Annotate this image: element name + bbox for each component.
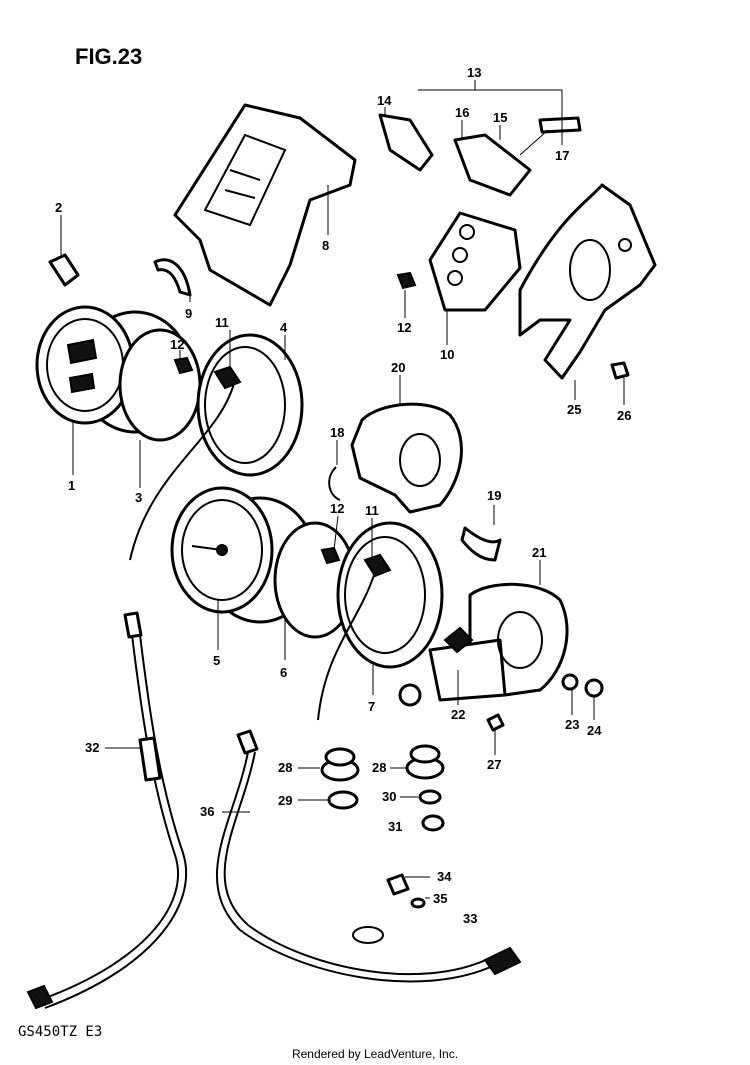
callout-35: 35 xyxy=(433,891,447,906)
callout-18: 18 xyxy=(330,425,344,440)
bolt-26 xyxy=(610,361,630,380)
callout-12-tacho: 12 xyxy=(330,501,344,516)
callout-16: 16 xyxy=(455,105,469,120)
footer-credit: Rendered by LeadVenture, Inc. xyxy=(291,1047,459,1061)
callout-5: 5 xyxy=(213,653,220,668)
speedo-case-gasket xyxy=(118,328,202,442)
callout-30: 30 xyxy=(382,789,396,804)
callout-19: 19 xyxy=(487,488,501,503)
callout-23: 23 xyxy=(565,717,579,732)
callout-11-speedo: 11 xyxy=(215,315,229,330)
callout-31: 31 xyxy=(388,819,402,834)
callout-4: 4 xyxy=(280,320,288,335)
callout-17: 17 xyxy=(555,148,569,163)
callout-33: 33 xyxy=(463,911,477,926)
bracket-plate-upper xyxy=(350,402,463,514)
speedo-lamp-wire xyxy=(129,379,236,561)
callout-27: 27 xyxy=(487,757,501,772)
callout-13: 13 xyxy=(467,65,481,80)
callout-34: 34 xyxy=(437,869,452,884)
callout-22: 22 xyxy=(451,707,465,722)
tacho-case xyxy=(336,521,444,669)
callout-labels: 1 2 3 4 5 6 7 8 9 10 11 11 12 12 12 13 1… xyxy=(55,65,631,926)
nut-31 xyxy=(421,814,445,832)
callout-9: 9 xyxy=(185,306,192,321)
callout-2: 2 xyxy=(55,200,62,215)
callout-7: 7 xyxy=(368,699,375,714)
bulb-12-tacho xyxy=(320,546,341,565)
clip-part xyxy=(153,258,192,297)
callout-1: 1 xyxy=(68,478,75,493)
speedo-lamp-socket xyxy=(213,365,242,390)
callout-28-left: 28 xyxy=(278,760,292,775)
meter-bracket xyxy=(518,183,657,380)
callout-26: 26 xyxy=(617,408,631,423)
screw-34 xyxy=(386,873,410,896)
washer-23 xyxy=(561,673,579,691)
nut-24 xyxy=(584,678,604,698)
clamp-33 xyxy=(352,926,384,944)
callout-15: 15 xyxy=(493,110,507,125)
callout-20: 20 xyxy=(391,360,405,375)
clip-27 xyxy=(486,713,505,732)
callout-24: 24 xyxy=(587,723,602,738)
tachometer-cable xyxy=(215,729,522,983)
callout-10: 10 xyxy=(440,347,454,362)
callout-21: 21 xyxy=(532,545,546,560)
tacho-lamp-wire xyxy=(317,571,376,721)
damper-28-right xyxy=(405,744,445,780)
callout-8: 8 xyxy=(322,238,329,253)
callout-12-speedo: 12 xyxy=(170,337,184,352)
callout-36: 36 xyxy=(200,804,214,819)
callout-11-tacho: 11 xyxy=(365,503,379,518)
instrument-cover xyxy=(173,103,357,307)
model-code: GS450TZ E3 xyxy=(18,1024,102,1040)
grommet-small xyxy=(398,683,422,707)
indicator-light xyxy=(443,626,474,654)
bulb-12-speedo xyxy=(173,356,194,375)
bulb-12-panel xyxy=(396,271,417,290)
washer-30 xyxy=(418,789,442,805)
rubber-band xyxy=(460,526,502,562)
bracket-plate-lower xyxy=(428,582,569,702)
callout-32: 32 xyxy=(85,740,99,755)
damper-28-left xyxy=(320,747,360,782)
wire-clamp xyxy=(328,466,341,501)
bulb-socket xyxy=(48,253,80,287)
indicator-switch-panel xyxy=(378,113,582,312)
washer-35 xyxy=(410,897,426,909)
callout-12-panel: 12 xyxy=(397,320,411,335)
speedo-case xyxy=(196,333,304,477)
tacho-lamp-socket xyxy=(363,553,392,578)
callout-28-right: 28 xyxy=(372,760,386,775)
leader-lines xyxy=(60,80,625,899)
callout-3: 3 xyxy=(135,490,142,505)
figure-title: FIG.23 xyxy=(75,44,142,69)
callout-14: 14 xyxy=(377,93,392,108)
washer-29 xyxy=(327,790,359,810)
callout-25: 25 xyxy=(567,402,581,417)
speedometer-cable xyxy=(26,611,188,1010)
callout-6: 6 xyxy=(280,665,287,680)
callout-29: 29 xyxy=(278,793,292,808)
